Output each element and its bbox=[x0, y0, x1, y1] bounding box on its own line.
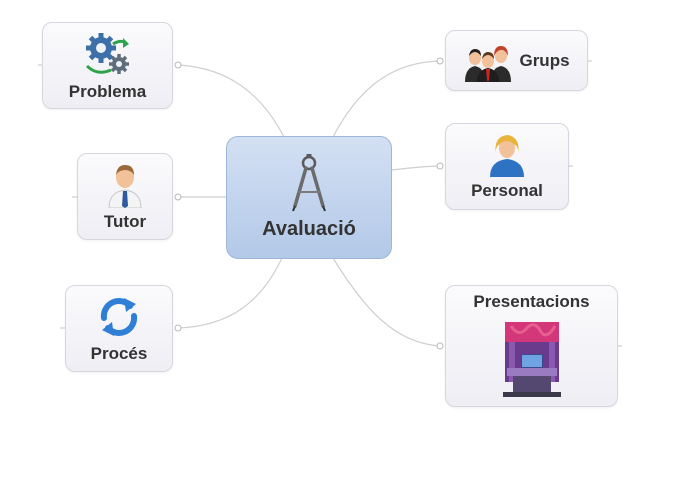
topic-tutor[interactable]: Tutor bbox=[77, 153, 173, 240]
topic-label: Presentacions bbox=[473, 292, 590, 311]
topic-label: Grups bbox=[519, 50, 570, 70]
gears-icon bbox=[85, 32, 129, 74]
central-topic-avaluacio[interactable]: Avaluació bbox=[226, 136, 392, 259]
woman-person-icon bbox=[490, 134, 524, 177]
connector-proces bbox=[177, 257, 283, 329]
refresh-arrows-icon bbox=[100, 297, 138, 336]
compass-icon bbox=[292, 154, 326, 212]
connector-grups bbox=[332, 60, 441, 138]
topic-proces[interactable]: Procés bbox=[65, 285, 173, 372]
group-people-icon bbox=[465, 45, 512, 82]
connector-problema bbox=[177, 64, 285, 138]
central-topic-label: Avaluació bbox=[262, 218, 356, 240]
topic-problema[interactable]: Problema bbox=[42, 22, 173, 109]
topic-label: Tutor bbox=[103, 211, 147, 231]
topic-label: Personal bbox=[471, 180, 543, 200]
connector-presentacions bbox=[332, 257, 441, 347]
topic-presentacions[interactable]: Presentacions bbox=[445, 285, 618, 407]
teacher-icon bbox=[108, 164, 142, 208]
topic-label: Problema bbox=[68, 81, 147, 101]
topic-grups[interactable]: Grups bbox=[445, 30, 588, 91]
topic-label: Procés bbox=[90, 343, 148, 363]
presentation-stand-icon bbox=[502, 322, 561, 397]
connector-personal bbox=[391, 165, 441, 171]
topic-personal[interactable]: Personal bbox=[445, 123, 569, 210]
